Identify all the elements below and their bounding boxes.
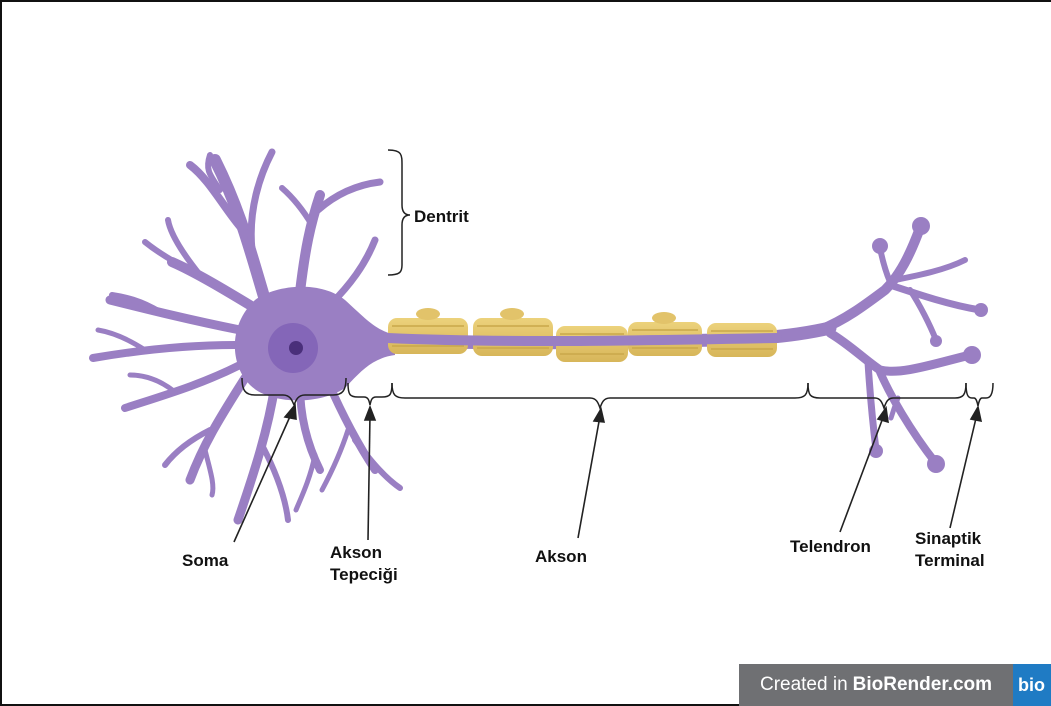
label-akson: Akson: [535, 547, 587, 566]
label-dentrit: Dentrit: [414, 207, 469, 226]
label-sinaptik-line1: Sinaptik: [915, 529, 982, 548]
sinaptik-arrow: [950, 414, 977, 528]
telendron-arrow: [840, 415, 884, 532]
label-akson-tepecigi-line1: Akson: [330, 543, 382, 562]
badge-brand: BioRender.com: [853, 674, 992, 696]
myelin-sheath: [473, 308, 553, 356]
badge-text: Created in BioRender.com: [739, 664, 1013, 706]
biorender-logo-icon: bio: [1013, 664, 1051, 706]
akson-brace: [392, 383, 808, 408]
dentrit-brace: [388, 150, 410, 275]
nucleolus: [289, 341, 303, 355]
label-soma: Soma: [182, 551, 229, 570]
label-sinaptik-line2: Terminal: [915, 551, 985, 570]
telodendria: [820, 228, 980, 462]
myelin-sheath: [628, 312, 702, 356]
soma-body: [235, 287, 395, 401]
biorender-badge[interactable]: Created in BioRender.com bio: [739, 664, 1051, 706]
akson-arrow: [578, 416, 600, 538]
myelin-sheaths: [388, 308, 777, 362]
sinaptik-brace: [966, 383, 993, 406]
myelin-sheath: [388, 308, 468, 354]
label-akson-tepecigi-line2: Tepeciği: [330, 565, 398, 584]
badge-prefix: Created in: [760, 674, 848, 696]
akson-tepecigi-arrow: [368, 414, 370, 540]
synaptic-knobs: [869, 217, 988, 473]
akson-tepecigi-brace: [348, 383, 392, 405]
label-telendron: Telendron: [790, 537, 871, 556]
